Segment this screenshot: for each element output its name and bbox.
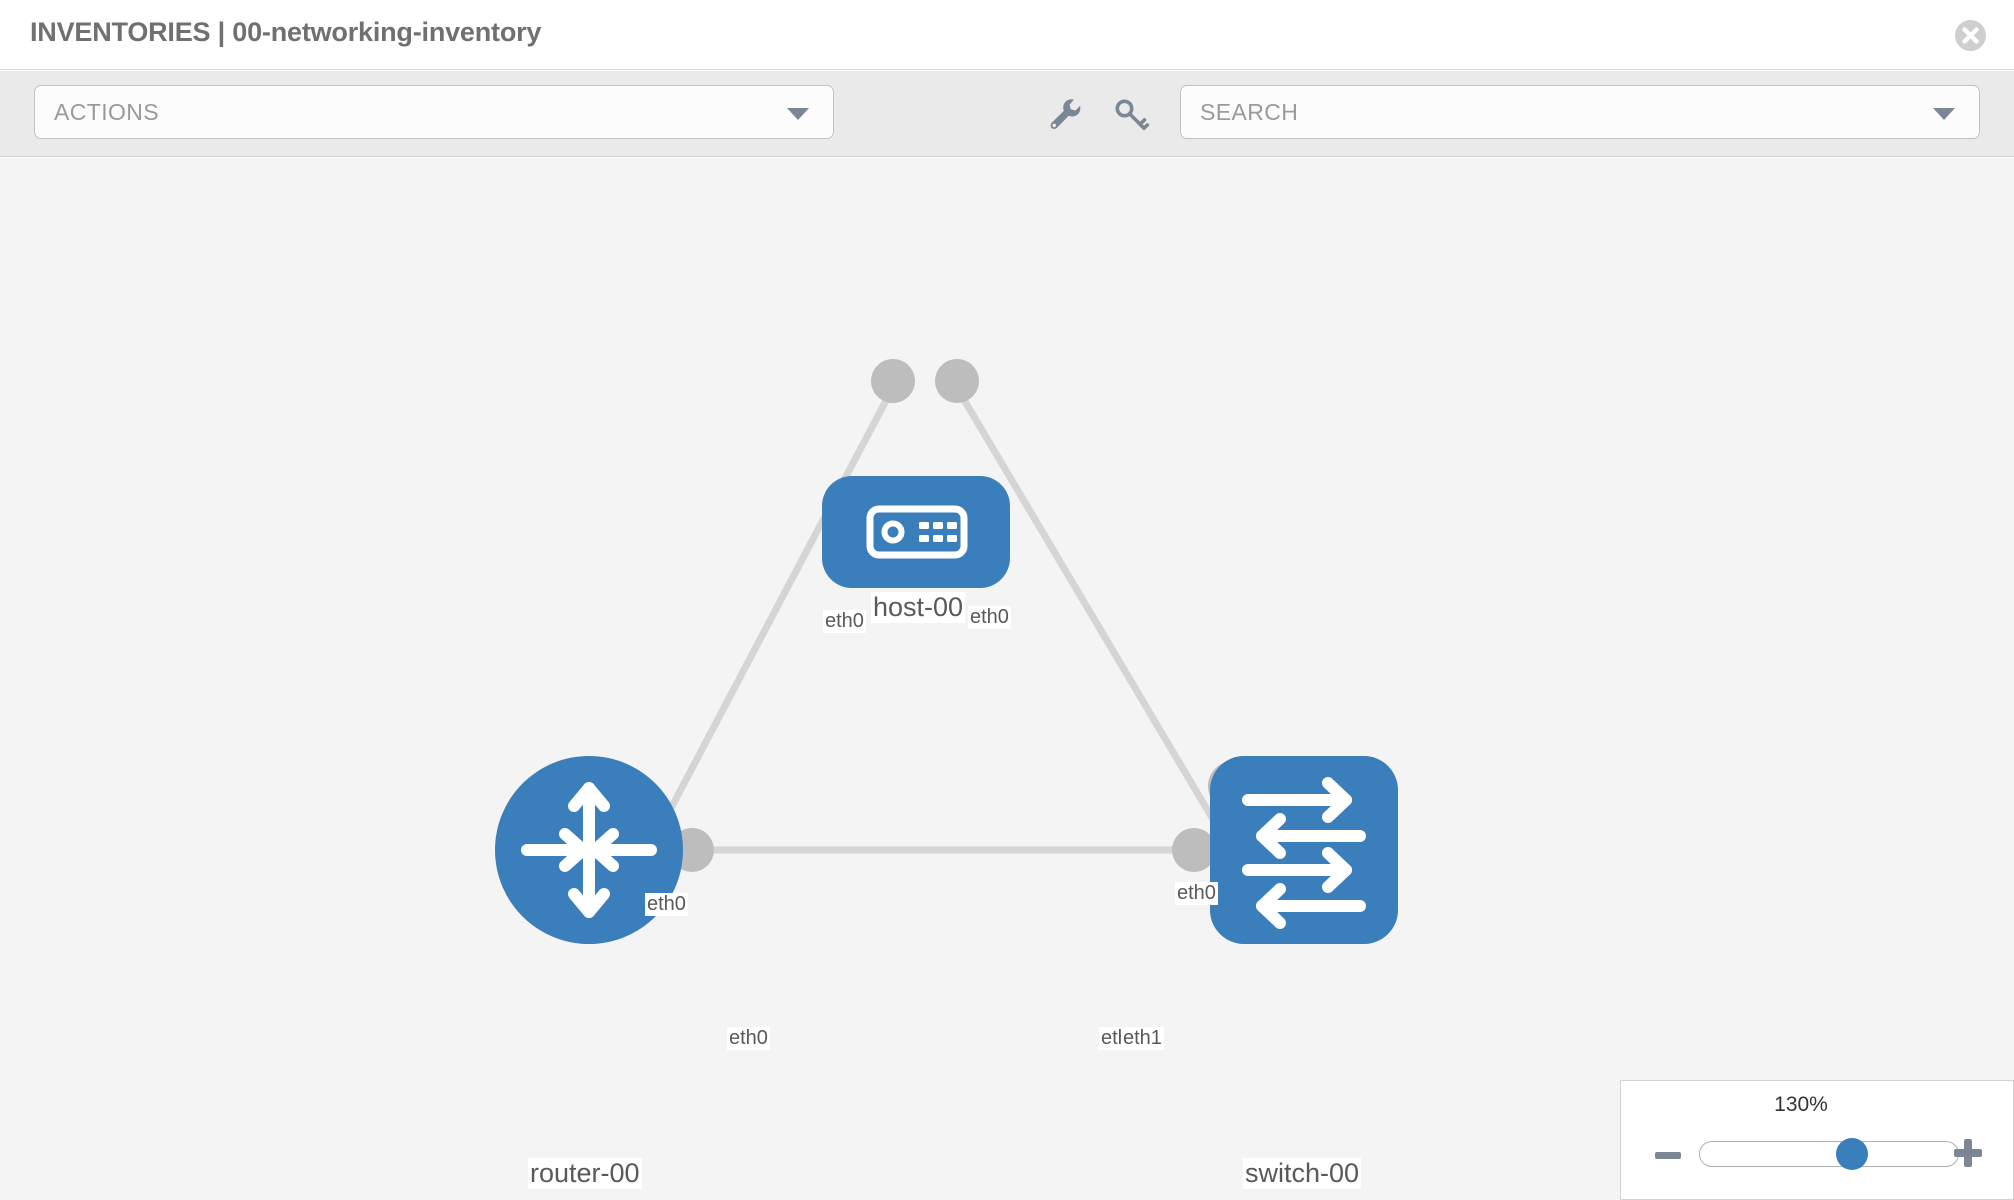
iface-label-switch-up: eth0	[1175, 882, 1218, 905]
connector-host-right	[935, 359, 979, 403]
zoom-slider-handle[interactable]	[1836, 1138, 1868, 1170]
node-switch-00	[1210, 756, 1398, 944]
iface-label-host-left: eth0	[823, 610, 866, 633]
connector-switch-left	[1172, 828, 1216, 872]
chevron-down-icon[interactable]	[1933, 108, 1955, 120]
key-icon[interactable]	[1110, 95, 1150, 135]
iface-label-router-up: eth0	[645, 893, 688, 916]
page-title: INVENTORIES | 00-networking-inventory	[30, 17, 542, 47]
node-host-00	[822, 476, 1010, 588]
actions-dropdown[interactable]: ACTIONS	[34, 85, 834, 139]
topology-links	[646, 391, 1234, 854]
actions-dropdown-label: ACTIONS	[54, 99, 160, 125]
search-input[interactable]	[1200, 86, 1920, 138]
minus-icon[interactable]	[1653, 1141, 1683, 1171]
zoom-control-panel: 130%	[1620, 1080, 2014, 1200]
wrench-icon[interactable]	[1046, 95, 1086, 135]
iface-label-host-right: eth0	[968, 606, 1011, 629]
plus-icon[interactable]	[1951, 1136, 1985, 1170]
iface-label-switch-left: eth1	[1121, 1027, 1164, 1050]
link-host-router	[646, 391, 894, 850]
zoom-level-value: 130%	[1774, 1093, 1828, 1116]
search-field[interactable]	[1180, 85, 1980, 139]
node-label-host-00: host-00	[871, 592, 966, 623]
iface-label-router-right: eth0	[727, 1027, 770, 1050]
node-router-00	[495, 756, 683, 944]
link-host-switch	[956, 391, 1234, 850]
node-label-router-00: router-00	[528, 1158, 642, 1189]
topology-canvas[interactable]: host-00 router-00 switch-00 eth0 eth0 et…	[0, 158, 2014, 1200]
node-label-switch-00: switch-00	[1243, 1158, 1362, 1189]
zoom-slider[interactable]	[1699, 1138, 1959, 1170]
page-header: INVENTORIES | 00-networking-inventory	[0, 0, 2014, 70]
chevron-down-icon	[787, 108, 809, 120]
connector-host-left	[871, 359, 915, 403]
close-icon[interactable]	[1955, 20, 1986, 51]
